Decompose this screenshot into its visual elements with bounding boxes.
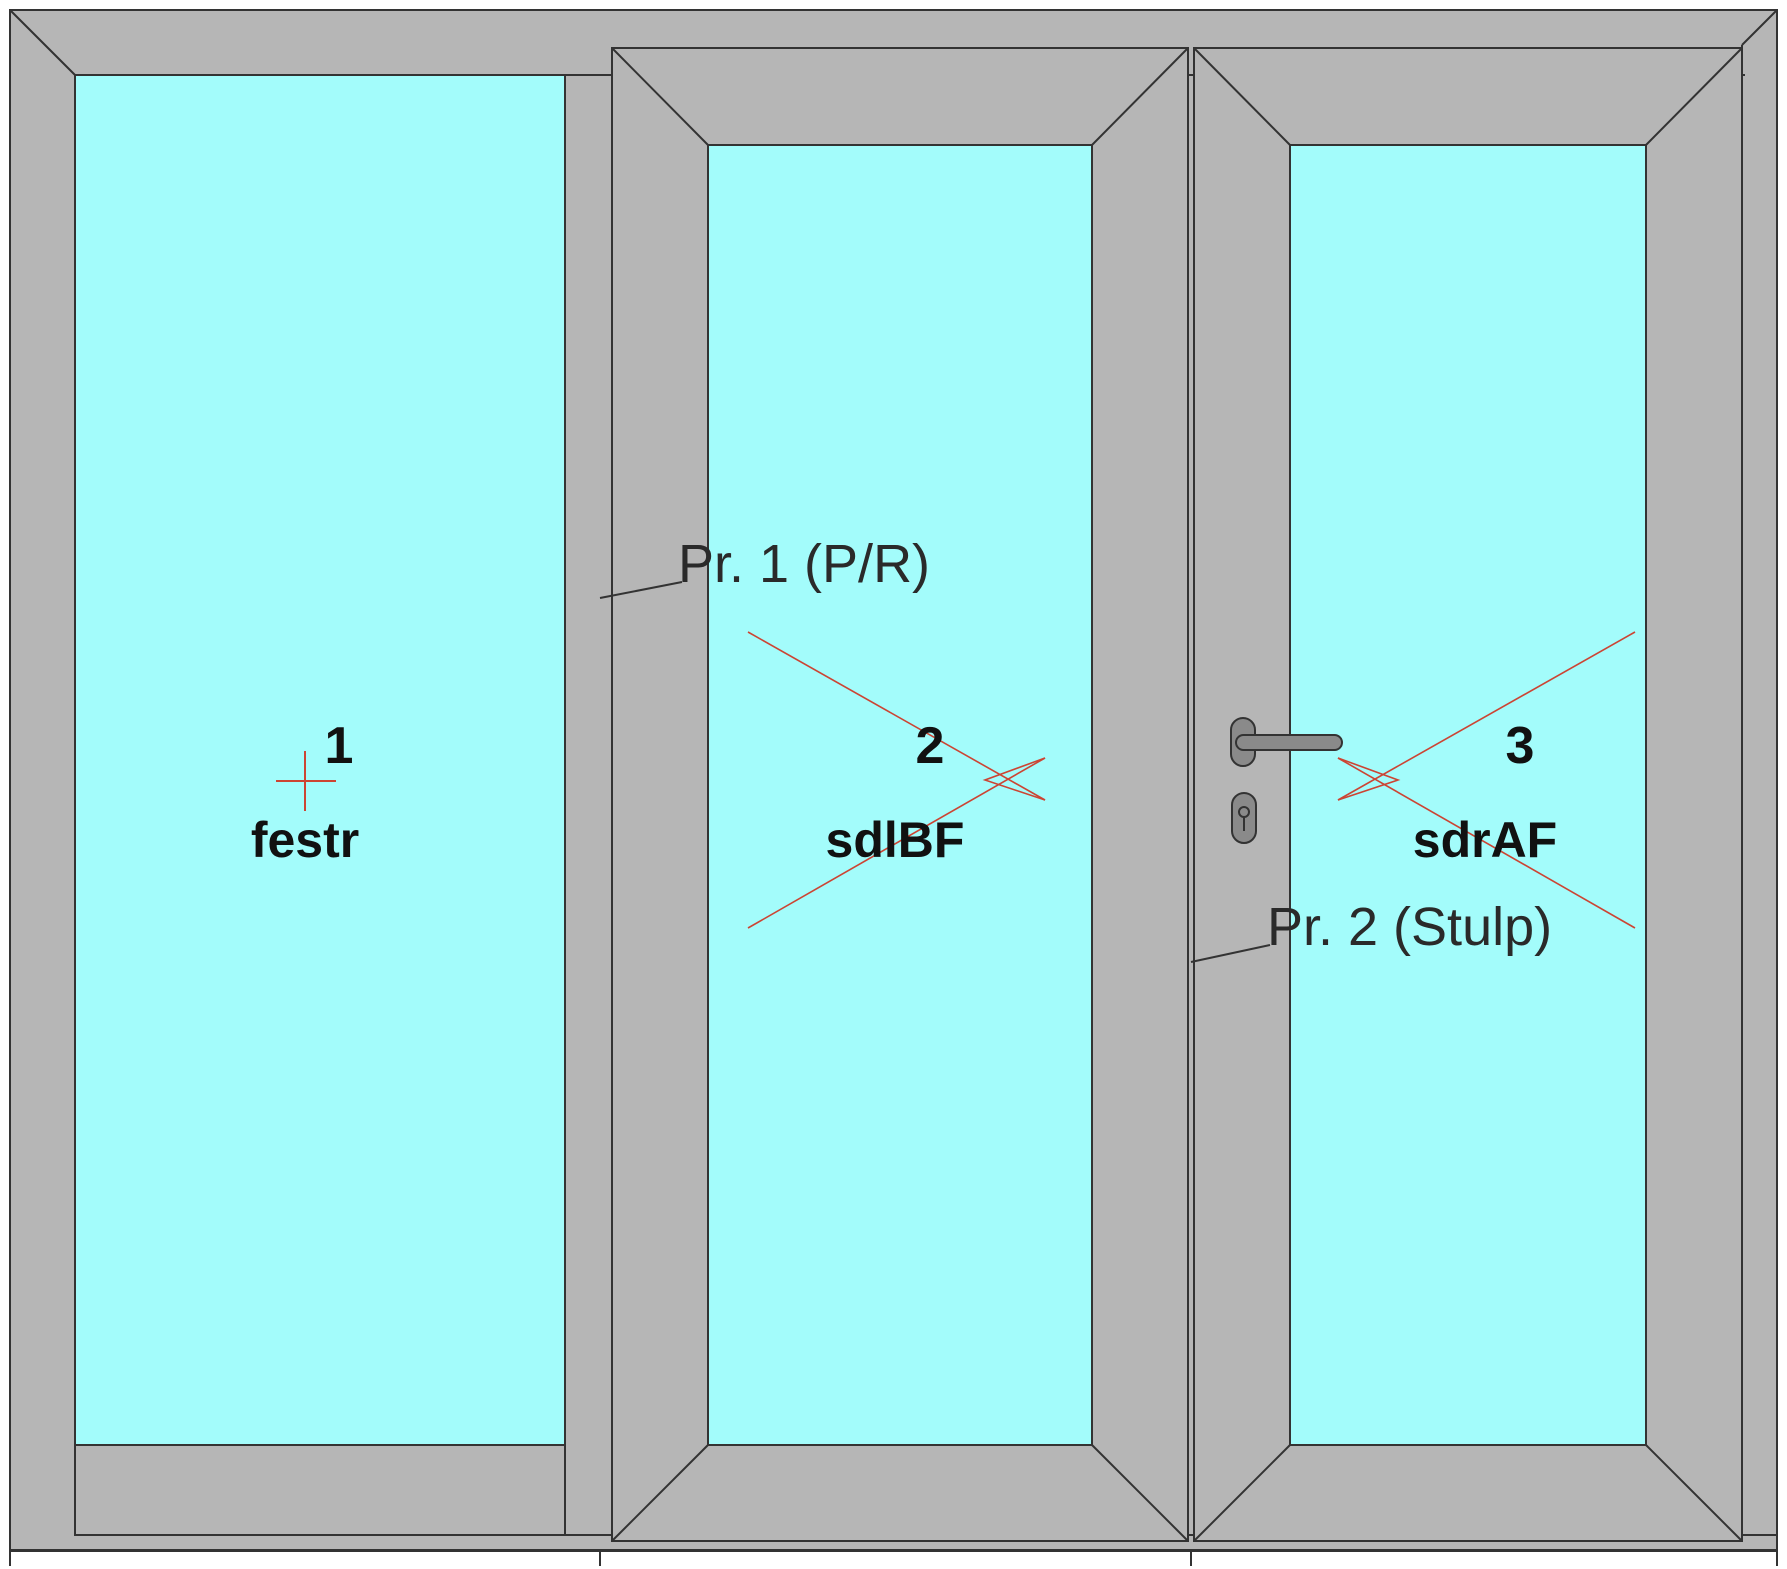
field-3-miter-br [1645, 1444, 1743, 1542]
field-2-miter-bl [611, 1444, 709, 1542]
frame-miter-top-left [9, 9, 76, 76]
field-1-glass [74, 74, 566, 1446]
field-2-miter-br [1091, 1444, 1189, 1542]
opening-symbol-icon [747, 631, 1046, 929]
keyhole-icon [1231, 792, 1257, 844]
field-3-number: 3 [1506, 717, 1535, 775]
field-2-number: 2 [916, 717, 945, 775]
field-1-number: 1 [325, 717, 354, 775]
dimension-line [9, 1549, 1778, 1566]
field-3-miter-bl [1193, 1444, 1291, 1542]
field-2-miter-tl [611, 47, 709, 146]
door-handle-icon [1230, 717, 1343, 767]
profile-label: Pr. 2 (Stulp) [1267, 897, 1552, 957]
callout-leader [1190, 944, 1271, 963]
field-3-type: sdrAF [1413, 812, 1557, 868]
frame-miter-top-right [1741, 9, 1778, 46]
field-1-type: festr [251, 812, 359, 868]
field-3-sash: 3 sdrAF [1193, 47, 1743, 1542]
field-2-type: sdlBF [826, 812, 965, 868]
field-3-miter-tl [1193, 47, 1291, 146]
field-3-glass [1289, 144, 1647, 1446]
profile-callout-2: Pr. 2 (Stulp) [1190, 897, 1552, 963]
field-2-glass [707, 144, 1093, 1446]
field-1-fixed: 1 festr [74, 74, 566, 1536]
profile-label: Pr. 1 (P/R) [678, 534, 930, 594]
callout-leader [599, 581, 683, 599]
field-2-miter-tr [1091, 47, 1189, 146]
field-2-sash: 2 sdlBF [611, 47, 1189, 1542]
opening-symbol-icon [1337, 631, 1636, 929]
profile-callout-1: Pr. 1 (P/R) [599, 534, 930, 599]
crosshair-icon [276, 751, 336, 811]
field-3-miter-tr [1645, 47, 1743, 146]
